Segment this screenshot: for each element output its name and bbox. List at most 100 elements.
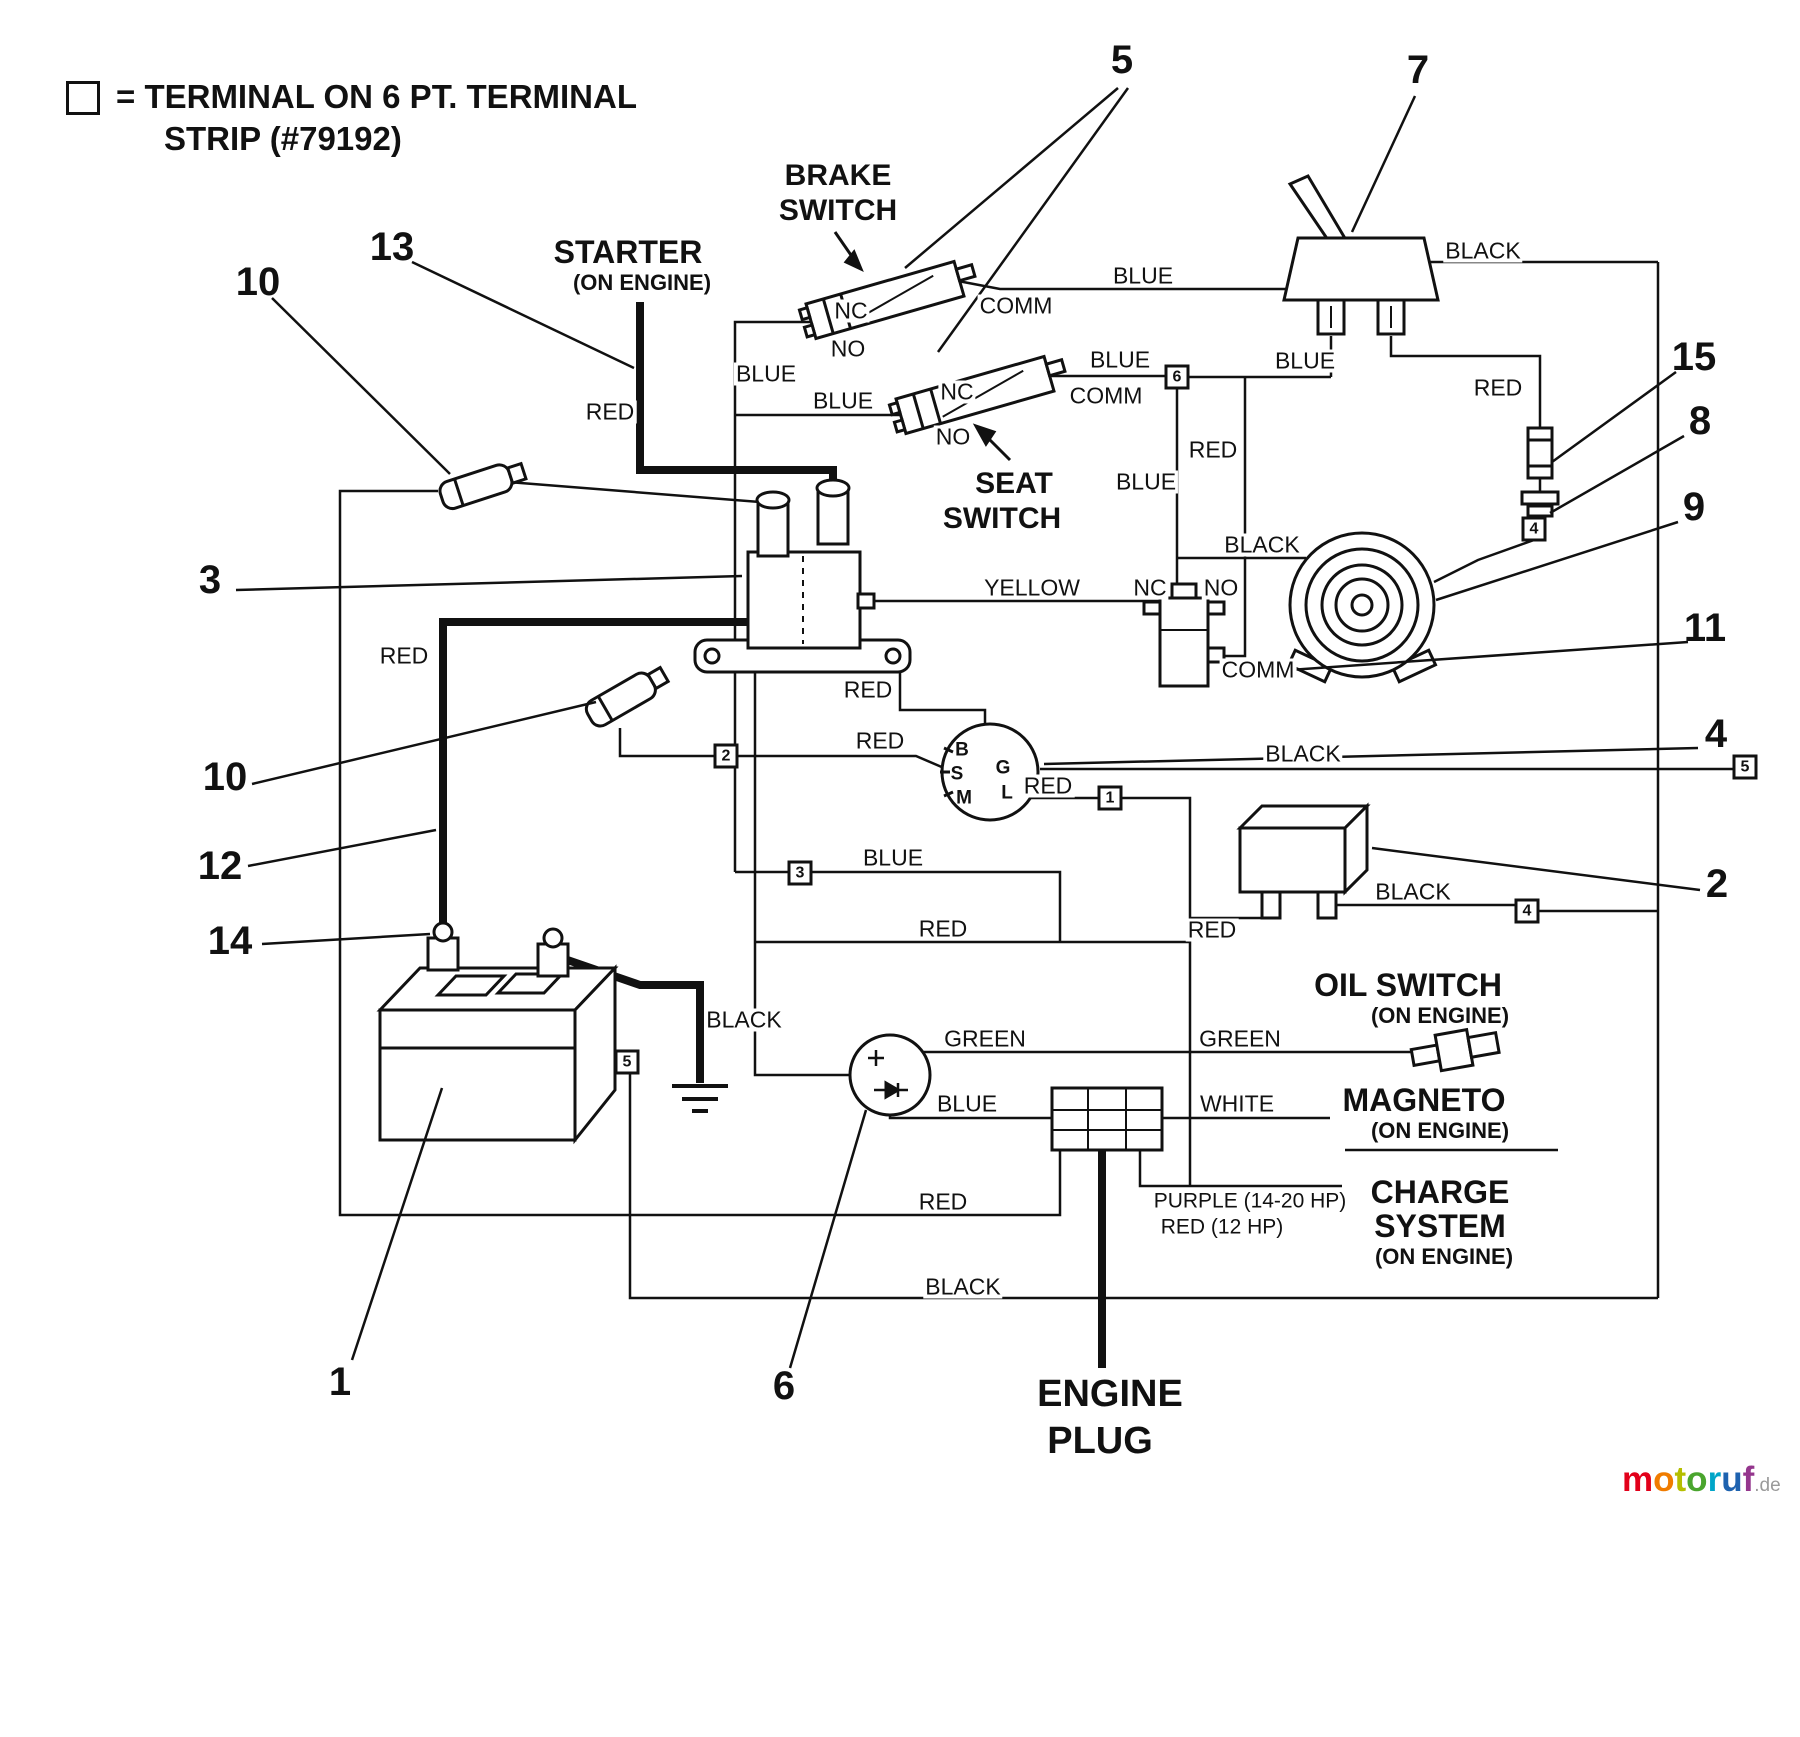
battery <box>376 921 619 1145</box>
oil-switch-label: OIL SWITCH <box>1312 967 1504 1003</box>
terminal-marker-5-7: 5 <box>614 1049 640 1075</box>
watermark-word: motoruf <box>1622 1460 1754 1499</box>
terminal-marker-6-0: 6 <box>1164 364 1190 390</box>
wire-label-red-44: RED <box>916 915 970 942</box>
interlock-switch <box>1142 582 1226 688</box>
callout-13-2: 13 <box>369 225 415 269</box>
starter-sublabel: (ON ENGINE) <box>570 270 714 295</box>
terminal-marker-1-4: 1 <box>1097 785 1123 811</box>
callout-9-6: 9 <box>1682 485 1706 529</box>
magneto-sublabel: (ON ENGINE) <box>1368 1118 1512 1143</box>
ignition-terminal-letter-S: S <box>950 763 964 785</box>
charge-system-sublabel: (ON ENGINE) <box>1372 1244 1516 1269</box>
fuse <box>1526 426 1554 480</box>
callout-10-3: 10 <box>235 260 281 304</box>
engine-plug <box>1050 1086 1164 1152</box>
wire-label-blue-25: BLUE <box>810 387 876 414</box>
watermark: motoruf.de <box>1622 1460 1781 1500</box>
connector-10b <box>584 665 671 728</box>
wire-label-blue-41: BLUE <box>860 844 926 871</box>
battery-negative-bolt <box>542 927 564 949</box>
ignition-terminal-letter-M: M <box>956 787 972 809</box>
leader-lines <box>235 87 1701 1369</box>
wire-label-no-27: NO <box>933 423 973 450</box>
legend: = TERMINAL ON 6 PT. TERMINAL STRIP (#791… <box>66 76 637 160</box>
terminal-marker-3-5: 3 <box>787 860 813 886</box>
wire-label-red-40: RED <box>1021 772 1075 799</box>
diode-assembly <box>848 1033 932 1117</box>
watermark-suffix: .de <box>1754 1475 1781 1496</box>
wire-label-comm-35: COMM <box>1219 656 1297 683</box>
oil-switch-sublabel: (ON ENGINE) <box>1368 1003 1512 1028</box>
terminal-marker-2-2: 2 <box>713 743 739 769</box>
callout-5-0: 5 <box>1110 38 1134 82</box>
starter-label: STARTER <box>551 234 705 270</box>
seat-switch-label-line1: SEAT <box>973 467 1055 500</box>
terminal-marker-4-6: 4 <box>1514 898 1540 924</box>
watermark-letter-2: t <box>1674 1460 1687 1499</box>
callout-6-15: 6 <box>772 1364 796 1408</box>
wire-label-black-39: BLACK <box>1263 740 1343 767</box>
wire-label-black-45: BLACK <box>704 1006 784 1033</box>
wire-label-comm-24: COMM <box>1067 382 1145 409</box>
wire-label-blue-20: BLUE <box>733 360 799 387</box>
wire-label-comm-18: COMM <box>977 292 1055 319</box>
wire-label-red-42: RED <box>1185 916 1239 943</box>
callout-3-7: 3 <box>198 558 222 602</box>
ignition-terminal-letter-G: G <box>995 757 1011 779</box>
brake-switch-label-line2: SWITCH <box>776 194 900 227</box>
ground-symbol <box>672 1084 728 1113</box>
hour-meter-tab-right <box>1316 890 1338 920</box>
callout-7-1: 7 <box>1406 48 1430 92</box>
oil-switch <box>1409 1027 1501 1073</box>
legend-line2: STRIP (#79192) <box>164 120 402 158</box>
wire-label-blue-30: BLUE <box>1113 468 1179 495</box>
callout-1-14: 1 <box>328 1360 352 1404</box>
wire-label-blue-21: BLUE <box>1087 346 1153 373</box>
wire-label-black-53: BLACK <box>923 1273 1003 1300</box>
callout-2-12: 2 <box>1705 862 1729 906</box>
wire-label-red-50: RED <box>916 1188 970 1215</box>
wire-label-blue-16: BLUE <box>1110 262 1176 289</box>
wire-label-no-19: NO <box>828 335 868 362</box>
watermark-letter-6: f <box>1742 1460 1755 1499</box>
brake-switch-label-line1: BRAKE <box>782 159 894 192</box>
seat-switch-label-line2: SWITCH <box>940 502 1064 535</box>
engine-plug-label-line1: ENGINE <box>1035 1373 1185 1415</box>
hour-meter <box>1236 802 1371 920</box>
wire-label-no-34: NO <box>1201 574 1241 601</box>
terminal-marker-5-3: 5 <box>1732 754 1758 780</box>
callout-8-5: 8 <box>1688 399 1712 443</box>
battery-positive-bolt <box>432 921 454 943</box>
watermark-letter-3: o <box>1686 1460 1708 1499</box>
callout-12-11: 12 <box>197 844 243 888</box>
terminal-strip-symbol <box>66 81 100 115</box>
wire-label-nc-17: NC <box>832 297 870 324</box>
ignition-terminal-letter-L: L <box>1001 782 1013 804</box>
legend-line1: = TERMINAL ON 6 PT. TERMINAL <box>116 78 638 115</box>
wire-label-red-38: RED <box>853 727 907 754</box>
wire-label-black-43: BLACK <box>1373 878 1453 905</box>
thin-wires <box>338 260 1734 1300</box>
watermark-letter-5: u <box>1721 1460 1743 1499</box>
wire-label-black-15: BLACK <box>1443 237 1523 264</box>
ignition-terminal-letter-B: B <box>955 739 969 761</box>
callout-10-10: 10 <box>202 755 248 799</box>
callout-14-13: 14 <box>207 919 253 963</box>
wire-label-blue-22: BLUE <box>1272 347 1338 374</box>
magneto-label: MAGNETO <box>1340 1082 1508 1118</box>
battery-negative-post <box>536 942 570 978</box>
battery-positive-cable <box>439 618 748 945</box>
ignition-switch <box>940 722 1040 822</box>
wire-label-red-37: RED <box>841 676 895 703</box>
wire-label-green-46: GREEN <box>942 1025 1028 1052</box>
wire-label-red-26: RED <box>583 398 637 425</box>
terminal-marker-4-1: 4 <box>1521 516 1547 542</box>
wire-label-purple-14-20-hp--51: PURPLE (14-20 HP) <box>1151 1189 1349 1213</box>
wire-label-green-47: GREEN <box>1197 1025 1283 1052</box>
callout-11-8: 11 <box>1683 606 1727 650</box>
callout-15-4: 15 <box>1671 335 1717 379</box>
